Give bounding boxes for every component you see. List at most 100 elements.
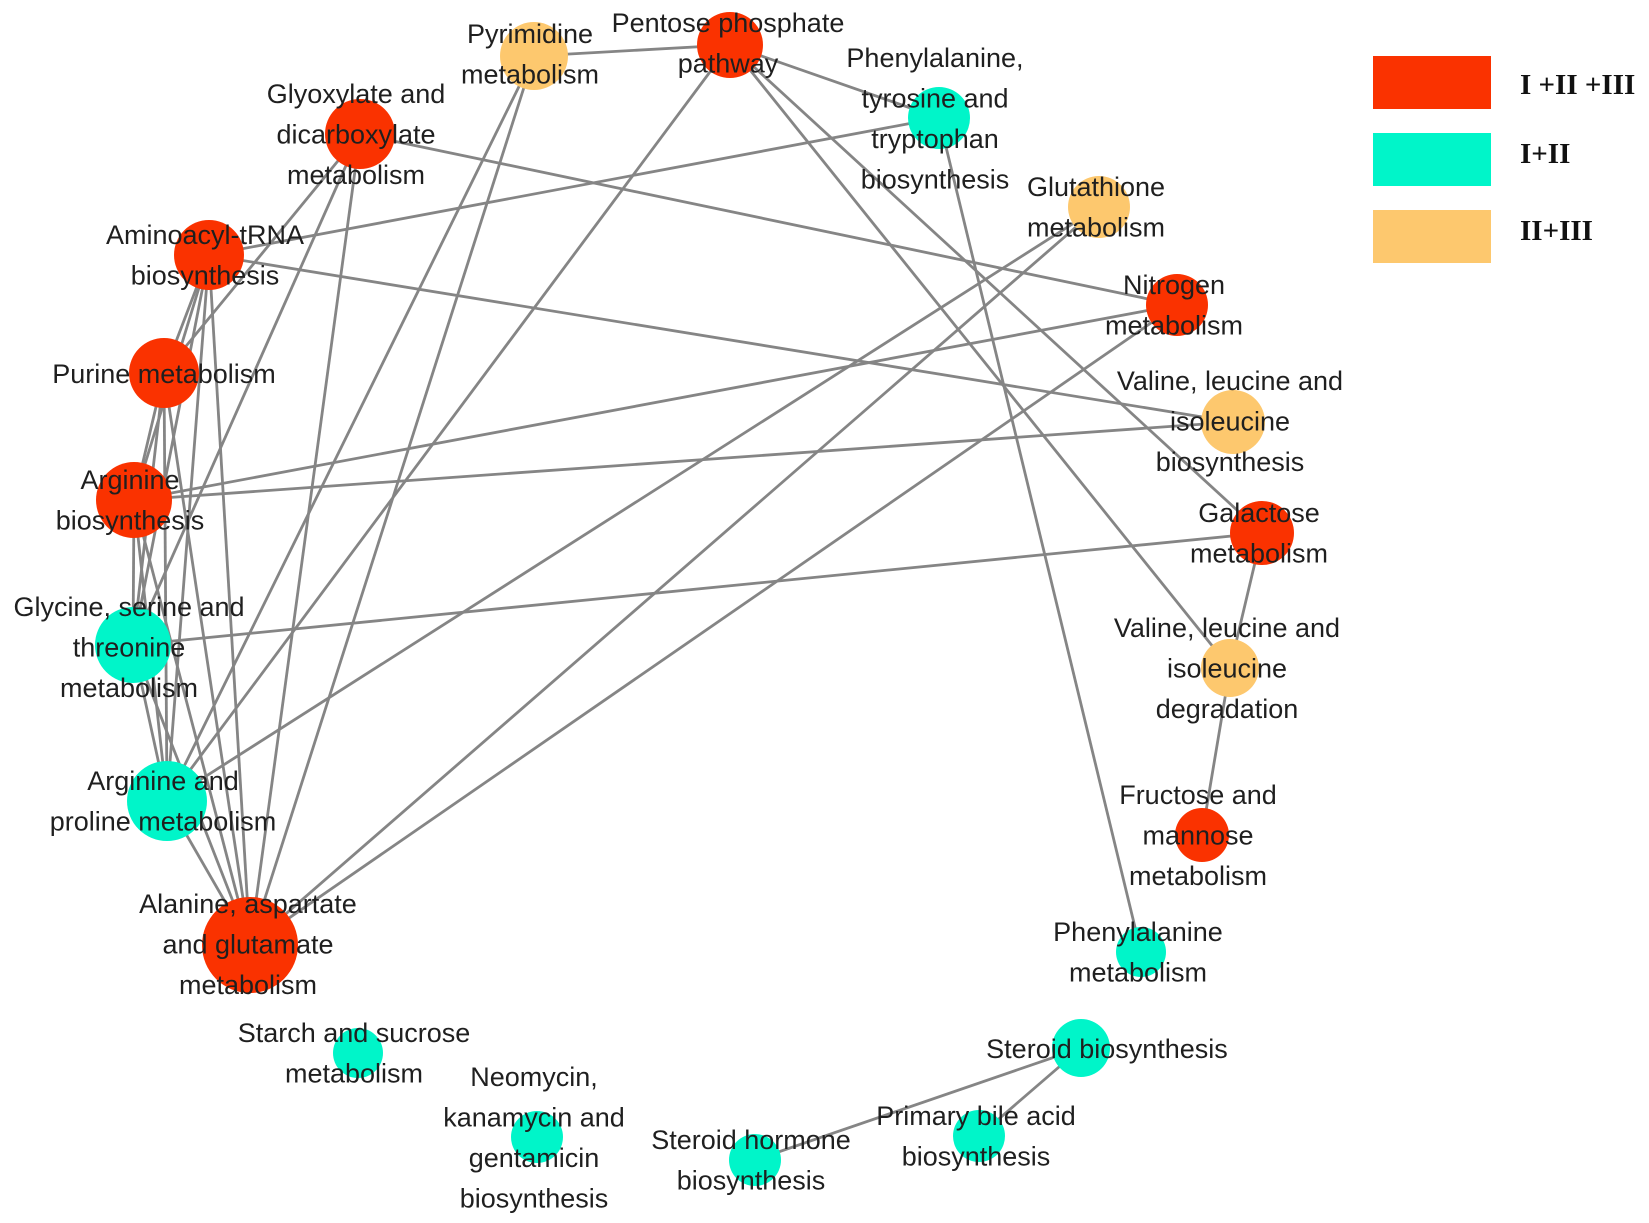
node-label-starch: Starch and sucrose metabolism (238, 1018, 471, 1089)
node-label-line: metabolism (1105, 311, 1243, 341)
node-alanine (202, 897, 298, 993)
node-val_bio (1201, 390, 1265, 454)
node-label-line: Neomycin, (470, 1062, 598, 1092)
node-label-arg_bio: Arginine biosynthesis (56, 465, 205, 536)
edge-purine-arg_pro (162, 372, 169, 802)
node-label-line: metabolism (1129, 861, 1267, 891)
node-label-line: metabolism (285, 1059, 423, 1089)
node-label-line: metabolism (60, 673, 198, 703)
edge-pentose-arg_pro (165, 44, 732, 802)
edge-val_bio-arg_bio (133, 420, 1234, 502)
node-phenylalanine (1116, 927, 1166, 977)
node-label-line: threonine (73, 633, 186, 663)
node-label-line: biosynthesis (131, 261, 280, 291)
node-label-arg_pro: Arginine and proline metabolism (50, 766, 277, 837)
legend-swatch-3 (1373, 210, 1491, 263)
edge-steroid_bio-steroid_hormone (754, 1046, 1082, 1162)
node-arg_pro (127, 761, 207, 841)
node-label-line: Fructose and (1119, 780, 1277, 810)
node-label-line: Arginine and (87, 766, 239, 796)
edge-phe_tyr_trp-aminoacyl (208, 116, 940, 257)
node-label-phenylalanine: Phenylalanine metabolism (1053, 917, 1223, 988)
edge-aminoacyl-gly_ser_thr (131, 254, 211, 646)
node-label-line: Starch and sucrose (238, 1018, 471, 1048)
node-glutathione (1068, 176, 1130, 238)
edge-galactose-gly_ser_thr (132, 531, 1263, 647)
legend-swatch-1 (1373, 56, 1491, 109)
node-label-line: mannose (1142, 821, 1253, 851)
node-label-phe_tyr_trp: Phenylalanine, tyrosine and tryptophan bios… (846, 43, 1023, 195)
node-label-val_bio: Valine, leucine and isoleucine biosynthesi… (1117, 366, 1343, 477)
legend-swatch-2 (1373, 133, 1491, 186)
node-phe_tyr_trp (908, 87, 970, 149)
node-label-line: and glutamate (162, 930, 333, 960)
node-aminoacyl (174, 220, 244, 290)
node-label-line: tryptophan (871, 124, 999, 154)
edge-purine-alanine (162, 372, 252, 946)
node-label-line: degradation (1156, 694, 1299, 724)
node-label-line: Primary bile acid (876, 1101, 1076, 1131)
node-label-line: tyrosine and (861, 84, 1008, 114)
node-val_deg (1201, 639, 1259, 697)
node-neomycin (511, 1111, 563, 1163)
node-label-line: Phenylalanine (1053, 917, 1223, 947)
node-label-line: isoleucine (1170, 407, 1290, 437)
node-label-line: biosynthesis (56, 506, 205, 536)
edge-pentose-val_deg (728, 44, 1232, 669)
node-label-pentose: Pentose phosphate pathway (612, 8, 845, 79)
node-label-gly_ser_thr: Glycine, serine and threonine metabolism (13, 592, 244, 703)
node-label-line: Glycine, serine and (13, 592, 244, 622)
node-galactose (1230, 501, 1294, 565)
node-label-line: Purine metabolism (52, 359, 276, 389)
node-gly_ser_thr (95, 607, 171, 683)
node-label-line: metabolism (1069, 958, 1207, 988)
node-label-line: Arginine (80, 465, 179, 495)
edge-glyoxylate-alanine (248, 133, 362, 946)
node-label-line: biosynthesis (861, 165, 1010, 195)
edge-glutathione-arg_pro (166, 205, 1100, 803)
edge-pyrimidine-arg_pro (165, 55, 536, 802)
node-label-line: dicarboxylate (276, 120, 435, 150)
node-label-line: Valine, leucine and (1117, 366, 1343, 396)
legend-label-3: II+III (1520, 215, 1593, 247)
node-label-aminoacyl: Aminoacyl-tRNA biosynthesis (106, 220, 304, 291)
edge-nitrogen-arg_bio (133, 303, 1178, 502)
nodes-layer (95, 12, 1294, 1186)
node-steroid_hormone (729, 1134, 781, 1186)
legend-label-1: I +II +III (1520, 69, 1635, 101)
node-label-line: metabolism (287, 160, 425, 190)
edge-aminoacyl-alanine (207, 254, 252, 946)
node-label-line: Glutathione (1027, 172, 1165, 202)
edge-glyoxylate-nitrogen (359, 132, 1178, 307)
node-bile (953, 1110, 1005, 1162)
edge-pentose-phe_tyr_trp (729, 43, 940, 120)
node-label-purine: Purine metabolism (52, 359, 276, 389)
node-label-line: gentamicin (469, 1143, 600, 1173)
legend-label-2: I+II (1520, 138, 1570, 170)
node-label-line: Steroid biosynthesis (986, 1034, 1228, 1064)
node-label-line: Aminoacyl-tRNA (106, 220, 304, 250)
legend: I +II +III I+II II+III (1373, 56, 1635, 263)
node-label-line: metabolism (461, 60, 599, 90)
node-label-line: pathway (678, 49, 779, 79)
edge-arg_bio-alanine (132, 499, 252, 946)
node-label-line: Alanine, aspartate (139, 889, 357, 919)
node-label-line: Valine, leucine and (1114, 613, 1340, 643)
edge-pentose-galactose (729, 43, 1263, 535)
node-label-line: Galactose (1198, 498, 1320, 528)
node-label-line: proline metabolism (50, 807, 277, 837)
node-label-line: biosynthesis (1156, 447, 1305, 477)
node-label-line: Phenylalanine, (846, 43, 1023, 73)
node-nitrogen (1146, 274, 1208, 336)
node-label-line: Nitrogen (1123, 270, 1225, 300)
node-label-nitrogen: Nitrogen metabolism (1105, 270, 1243, 341)
node-label-line: metabolism (1190, 539, 1328, 569)
node-label-line: Pentose phosphate (612, 8, 845, 38)
node-label-fructose: Fructose and mannose metabolism (1119, 780, 1277, 891)
